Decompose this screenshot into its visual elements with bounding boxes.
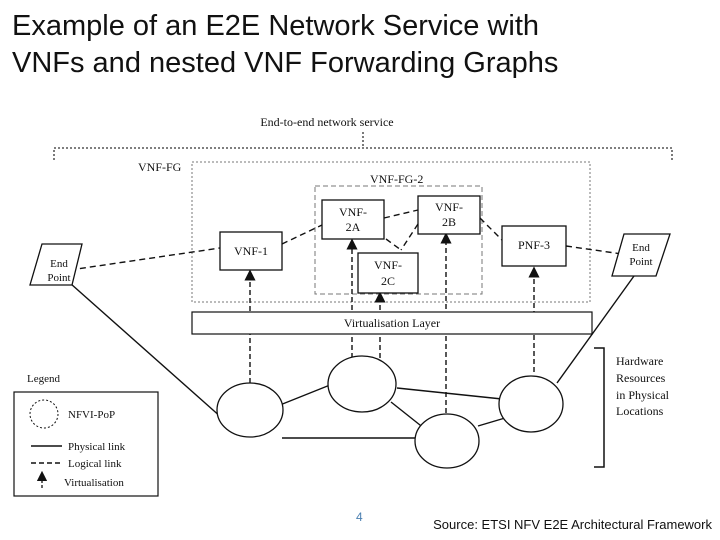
vnf-1-label: VNF-1 [234,244,268,258]
vnf-2c-label-2: 2C [381,274,395,288]
hardware-bracket [594,347,605,468]
vnf-2a-label-1: VNF- [339,205,367,219]
end-point-left [29,243,83,286]
end-point-right-label-1: End [632,242,650,254]
physical-links [61,275,635,439]
legend-nfvi-pop-label: NFVI-PoP [68,409,115,421]
logical-links [69,209,623,271]
legend-nfvi-pop-icon [29,399,59,429]
pnf-3-label: PNF-3 [518,238,550,252]
legend-physical-link-label: Physical link [68,441,126,453]
e2e-brace [53,132,673,160]
legend-logical-link-label: Logical link [68,458,122,470]
vnf-1-box [219,231,283,271]
vnffg-label: VNF-FG [138,160,182,174]
vnf-2a-box [321,199,385,240]
vnffg-box [191,161,591,303]
hardware-label-2: Resources [616,371,666,385]
vnf-2b-box [417,195,481,235]
vnf-2a-label-2: 2A [346,220,361,234]
nfvi-pop-1 [216,382,284,438]
vnffg2-box [314,185,483,295]
legend-virtualisation-label: Virtualisation [64,477,124,489]
virtualisation-layer [191,311,593,335]
hardware-label-1: Hardware [616,354,663,368]
title-line-2: VNFs and nested VNF Forwarding Graphs [12,47,559,79]
end-point-left-label-2: Point [47,272,70,284]
e2e-label: End-to-end network service [260,115,393,129]
end-point-right [611,233,671,277]
vnf-2c-label-1: VNF- [374,258,402,272]
vnffg2-label: VNF-FG-2 [370,172,423,186]
virtualisation-layer-label: Virtualisation Layer [344,316,440,330]
nfvi-pop-3 [414,413,480,469]
nfvi-pop-nodes [216,355,564,469]
title-line-1: Example of an E2E Network Service with [12,10,540,42]
end-point-right-label-2: Point [629,256,652,268]
pnf-3-box [501,225,567,267]
end-point-left-label-1: End [50,258,68,270]
legend-title: Legend [27,373,60,385]
vnf-2b-label-2: 2B [442,215,456,229]
page-number: 4 [356,510,363,524]
nfvi-pop-4 [498,375,564,433]
vnf-2c-box [357,252,419,294]
legend: Legend NFVI-PoP Physical link Logical li… [13,373,159,497]
slide-title: Example of an E2E Network Service with V… [12,8,712,82]
hardware-label-3: in Physical [616,388,670,402]
hardware-label-4: Locations [616,404,664,418]
nfvi-pop-2 [327,355,397,413]
vnf-2b-label-1: VNF- [435,200,463,214]
source-caption: Source: ETSI NFV E2E Architectural Frame… [433,517,712,532]
